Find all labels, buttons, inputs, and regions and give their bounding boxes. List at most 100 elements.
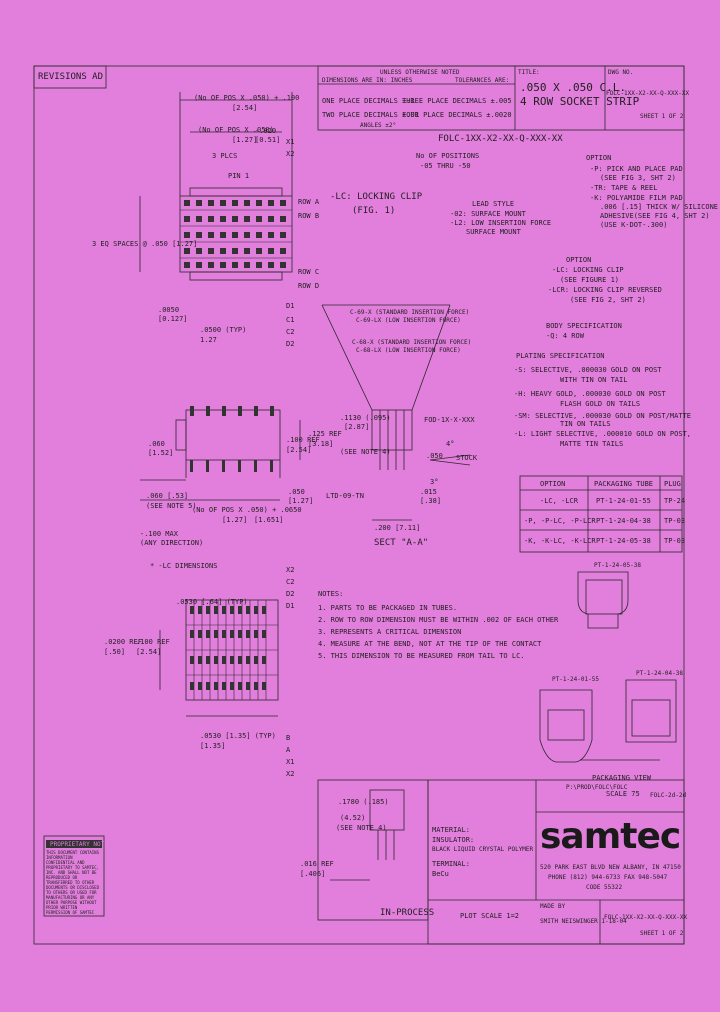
notes-title: NOTES: xyxy=(318,590,344,598)
callout-c2: C2 xyxy=(286,328,295,336)
row-d-label: ROW D xyxy=(298,282,320,290)
note-2: 2. ROW TO ROW DIMENSION MUST BE WITHIN .… xyxy=(318,616,559,624)
option2-2: (SEE FIGURE 1) xyxy=(560,276,620,284)
sheet-number: SHEET 1 OF 2 xyxy=(640,113,684,120)
lower-d1c: (SEE NOTE 4) xyxy=(336,824,387,832)
side-dim-a: .100 REF xyxy=(286,436,320,444)
option-2: (SEE FIG 3, SHT 2) xyxy=(600,174,676,182)
plating-1: -S: SELECTIVE, .000030 GOLD ON POST xyxy=(514,366,662,374)
in-process: IN-PROCESS xyxy=(380,908,435,918)
top-dim-1b: [2.54] xyxy=(232,104,258,112)
note-3: 3. REPRESENTS A CRITICAL DIMENSION xyxy=(318,628,462,636)
option-5: .006 [.15] THICK W/ SILICONE xyxy=(600,203,719,211)
positions-range: -05 THRU -50 xyxy=(420,162,471,170)
option2-1: -LC: LOCKING CLIP xyxy=(552,266,624,274)
plating-title: PLATING SPECIFICATION xyxy=(516,352,605,360)
lead-style-1: -02: SURFACE MOUNT xyxy=(450,210,526,218)
section-d2b: [.38] xyxy=(420,497,442,505)
locking-clip-label: -LC: LOCKING CLIP xyxy=(330,192,423,202)
terminal-label: TERMINAL: xyxy=(432,860,470,868)
option-7: (USE K-DOT-.300) xyxy=(600,221,668,229)
option-6: ADHESIVE(SEE FIG 4, SHT 2) xyxy=(600,212,710,220)
side-dim-b2: [3.18] xyxy=(308,440,334,448)
lead-style-3: SURFACE MOUNT xyxy=(466,228,521,236)
bottom-dim-4: .0530 [1.35] (TYP) xyxy=(200,732,276,740)
top-dim-1: (No OF POS X .050) + .100 xyxy=(194,94,300,102)
eq-spaces: 3 EQ SPACES @ .050 [1.27] xyxy=(92,240,198,248)
side-dim-g: .060 xyxy=(148,440,165,448)
option2-4: (SEE FIG 2, SHT 2) xyxy=(570,296,646,304)
stock-label: STOCK xyxy=(456,454,478,462)
company-code: CODE 55322 xyxy=(586,884,623,891)
footer-dwg: FOLC-1XX-X2-XX-Q-XXX-XX xyxy=(604,914,688,921)
side-dim-c2: (SEE NOTE 5) xyxy=(146,502,197,510)
callout-d1: D1 xyxy=(286,302,295,310)
packaging-view-title: PACKAGING VIEW xyxy=(592,774,652,782)
lower-d1: .1780 (.185) xyxy=(338,798,389,806)
side-dim-b: .125 REF xyxy=(308,430,342,438)
made-by-label: MADE BY xyxy=(540,903,566,910)
material-title: MATERIAL: xyxy=(432,826,470,834)
section-d5: 4° xyxy=(446,440,455,448)
note-4: 4. MEASURE AT THE BEND, NOT AT THE TIP O… xyxy=(318,640,542,648)
plating-7: -L: LIGHT SELECTIVE, .000010 GOLD ON POS… xyxy=(514,430,692,438)
body-spec-1: -Q: 4 ROW xyxy=(546,332,584,340)
footer-sheet: SHEET 1 OF 2 xyxy=(640,930,684,937)
side-dim-e2: (ANY DIRECTION) xyxy=(140,539,204,547)
top-dim-2b: [1.27] xyxy=(232,136,258,144)
top-dim-3: 3 PLCS xyxy=(212,152,238,160)
pkg-row-3-plug: TP-03 xyxy=(664,537,686,545)
plating-4: FLASH GOLD ON TAILS xyxy=(560,400,641,408)
tube-label-1: PT-1-24-05-38 xyxy=(594,562,641,569)
plating-5: -SM: SELECTIVE, .000030 GOLD ON POST/MAT… xyxy=(514,412,692,420)
insulator-label: INSULATOR: xyxy=(432,836,475,844)
title-line-1: .050 X .050 C.L. xyxy=(520,81,626,94)
side-dim-e: -.100 MAX xyxy=(140,530,178,538)
option-3: -TR: TAPE & REEL xyxy=(590,184,658,192)
plating-3: -H: HEAVY GOLD, .000030 GOLD ON POST xyxy=(514,390,666,398)
pkg-row-1-tube: PT-1-24-01-55 xyxy=(596,497,651,505)
bottom-callout-4: D1 xyxy=(286,602,295,610)
proprietary-banner xyxy=(46,840,102,848)
tube-label-2: PT-1-24-04-38 xyxy=(636,670,683,677)
ltd-label: LTD-09-TN xyxy=(326,492,364,500)
section-d2: .015 xyxy=(420,488,437,496)
plating-6: TIN ON TAILS xyxy=(560,420,611,428)
packaging-view-scale: SCALE 75 xyxy=(606,790,640,798)
option2-3: -LCR: LOCKING CLIP REVERSED xyxy=(548,286,662,294)
callout-c1: C1 xyxy=(286,316,295,324)
title-label: TITLE: xyxy=(518,69,540,76)
bottom-callout-5: B xyxy=(286,734,291,742)
top-view-pads xyxy=(184,200,286,268)
lead-style-title: LEAD STYLE xyxy=(472,200,515,208)
body-spec-title: BODY SPECIFICATION xyxy=(546,322,622,330)
top-dim-2: (No OF POS X .050) xyxy=(198,126,274,134)
two-place-decimals: TWO PLACE DECIMALS ±.01 xyxy=(322,111,419,119)
bottom-dim-2: .0200 REF xyxy=(104,638,142,646)
row-b-label: ROW B xyxy=(298,212,320,220)
lower-d2b: [.406] xyxy=(300,870,326,878)
dwg-number: FOLC-1XX-X2-XX-Q-XXX-XX xyxy=(606,90,690,97)
section-d1: .1130 (.095) xyxy=(340,414,391,422)
angles: ANGLES ±2° xyxy=(360,122,397,129)
option-4: -K: POLYAMIDE FILM PAD xyxy=(590,194,683,202)
section-d1c: (SEE NOTE 4) xyxy=(340,448,391,456)
terminal-value: BeCu xyxy=(432,870,449,878)
insulator-value: BLACK LIQUID CRYSTAL POLYMER xyxy=(432,846,534,853)
bottom-dim-1: .0530 [.64] (TYP) xyxy=(176,598,248,606)
four-place-decimals: FOUR PLACE DECIMALS ±.0020 xyxy=(402,111,512,119)
option2-title: OPTION xyxy=(566,256,592,264)
bottom-callout-6: A xyxy=(286,746,291,754)
pin-1-label: PIN 1 xyxy=(228,172,250,180)
row-a-label: ROW A xyxy=(298,198,320,206)
positions-title: No OF POSITIONS xyxy=(416,152,480,160)
section-label-4: C-68-LX (LOW INSERTION FORCE) xyxy=(356,347,461,354)
proprietary-title: PROPRIETARY NOTE xyxy=(50,841,108,848)
section-label-2: C-69-LX (LOW INSERTION FORCE) xyxy=(356,317,461,324)
side-dim-d: (No OF POS X .050) + .0650 xyxy=(192,506,302,514)
pkg-row-3-tube: PT-1-24-05-38 xyxy=(596,537,651,545)
note-1: 1. PARTS TO BE PACKAGED IN TUBES. xyxy=(318,604,458,612)
row-c-label: ROW C xyxy=(298,268,320,276)
address-2: PHONE (812) 944-6733 FAX 948-5047 xyxy=(548,874,668,881)
